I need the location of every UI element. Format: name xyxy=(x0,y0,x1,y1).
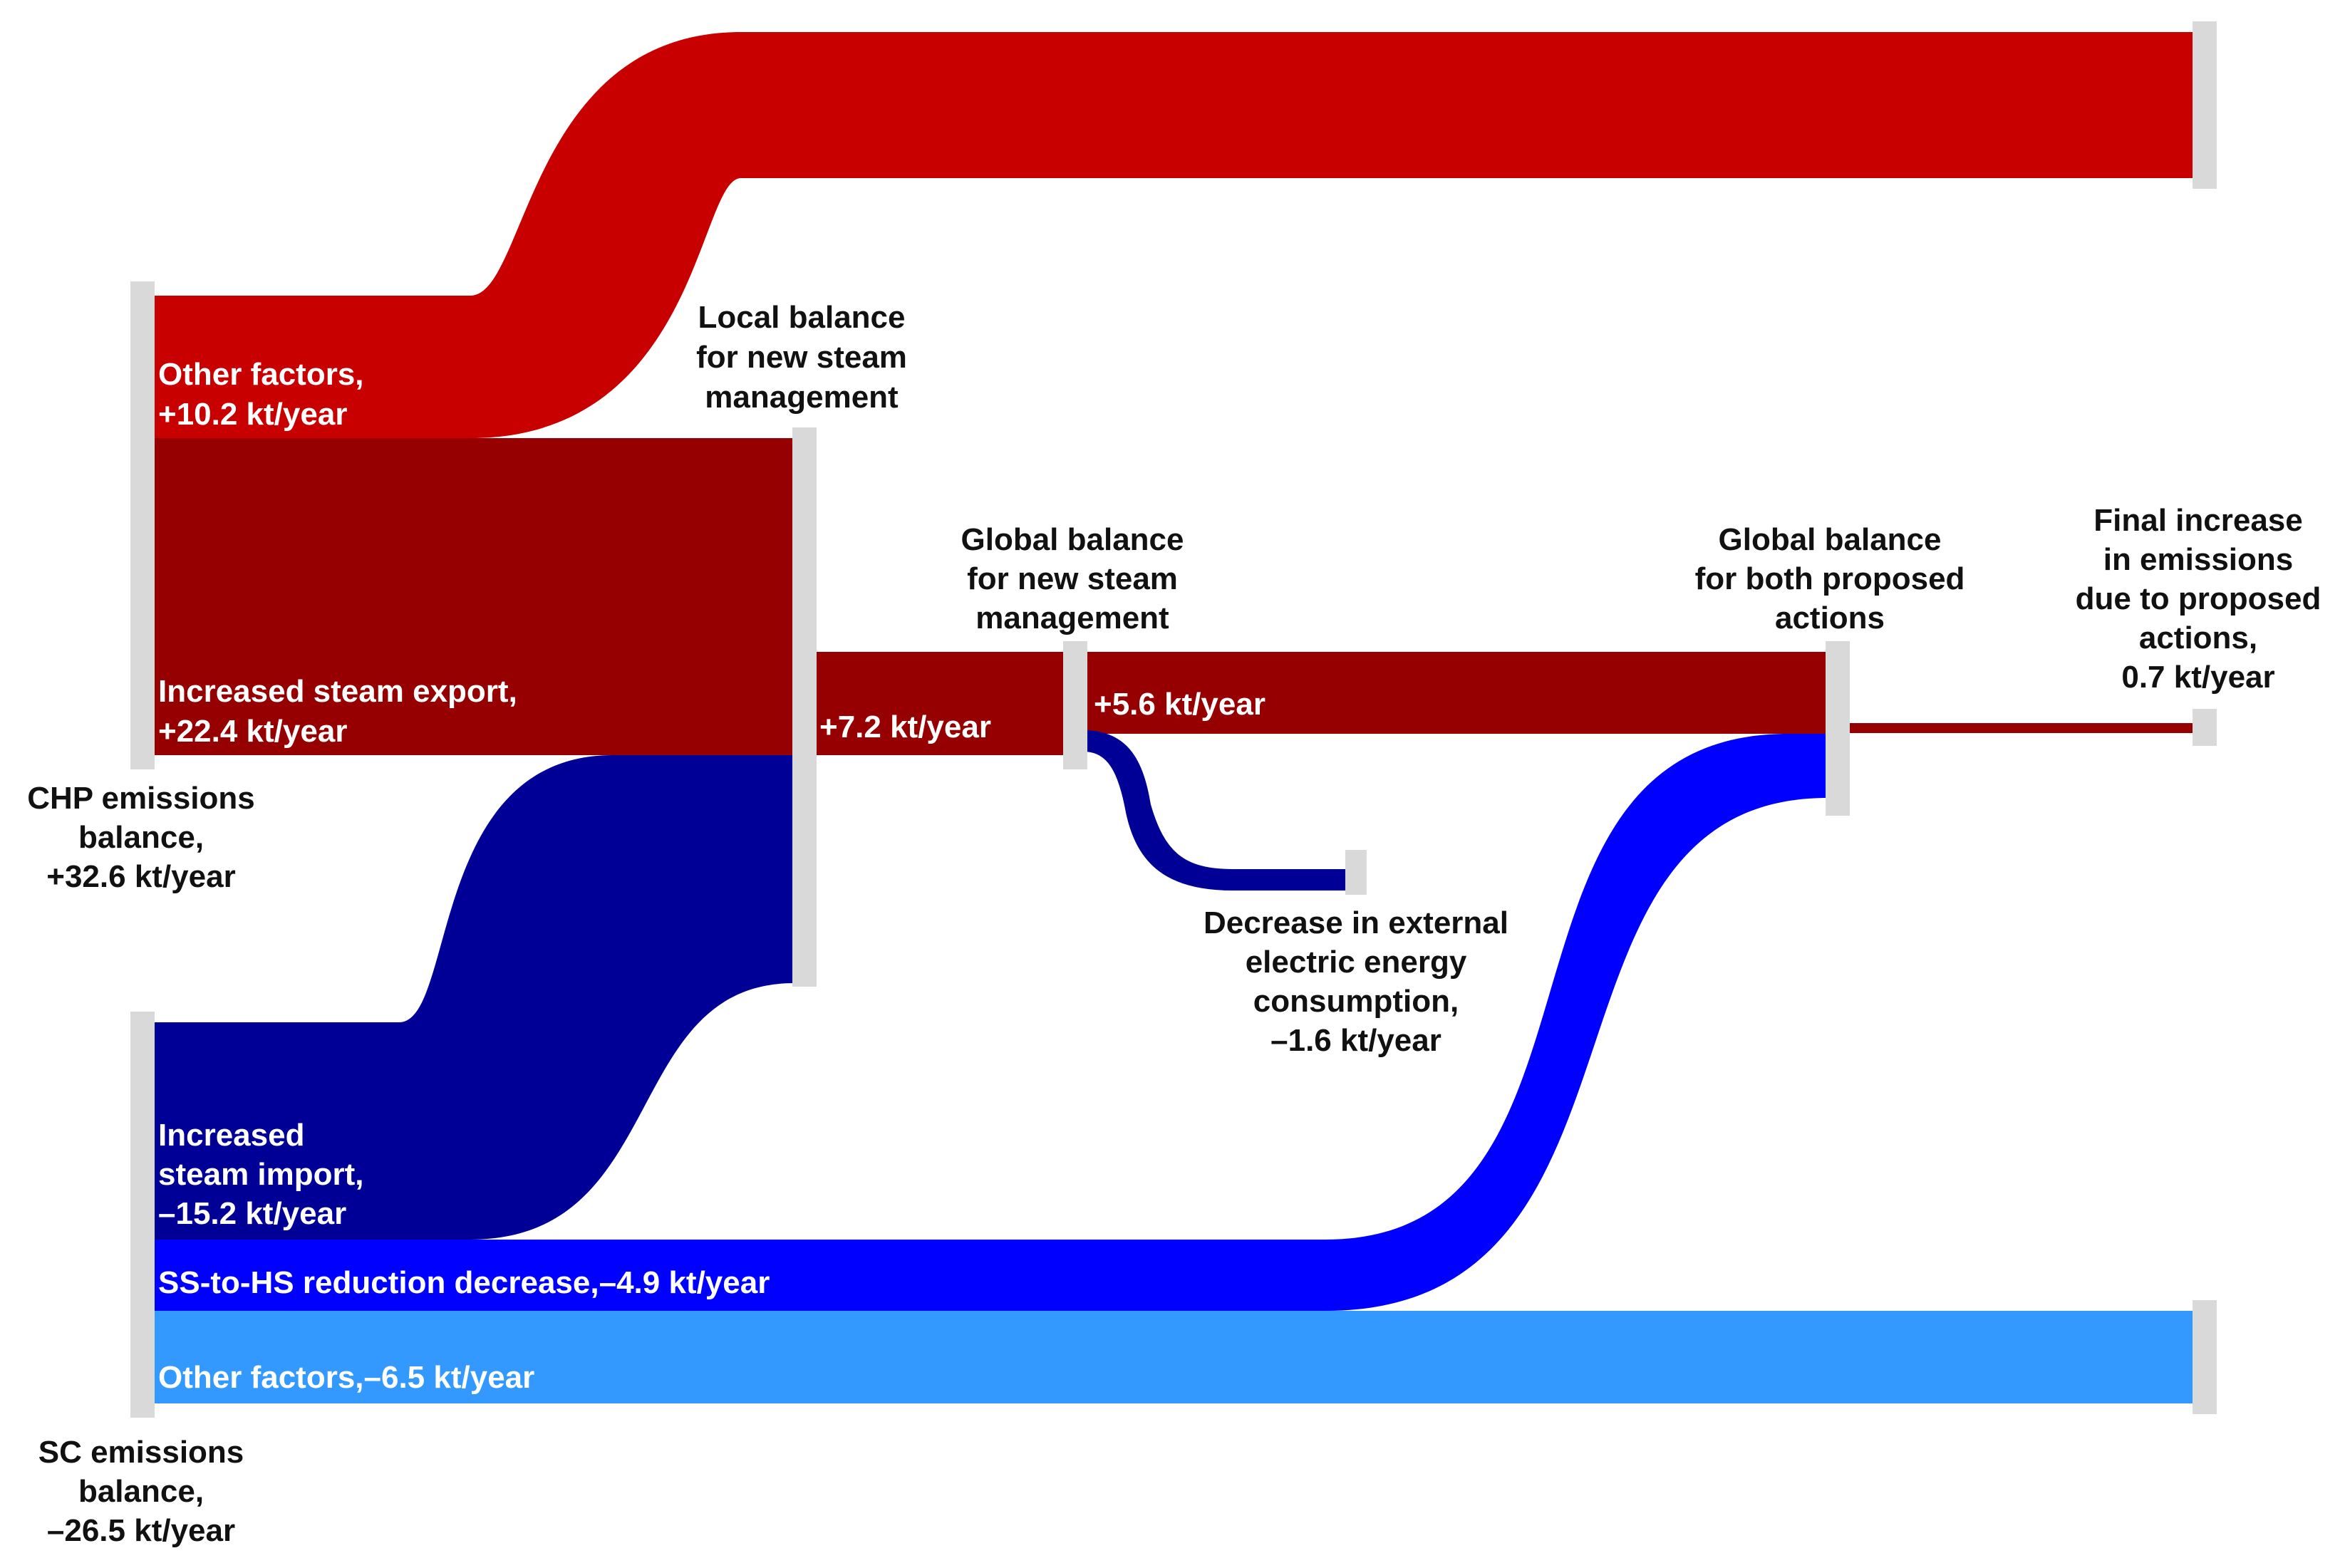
label-chp-other-factors: Other factors, +10.2 kt/year xyxy=(158,357,364,432)
label-line: electric energy xyxy=(1246,945,1467,980)
node-final xyxy=(2193,709,2217,746)
label-steam-import: Increased steam import, –15.2 kt/year xyxy=(158,1118,364,1231)
node-bottom-right xyxy=(2193,1300,2217,1414)
flow-sc-other-factors xyxy=(143,1311,2195,1403)
label-line: –1.6 kt/year xyxy=(1270,1023,1441,1058)
node-electric xyxy=(1345,850,1367,895)
node-global-both-balance xyxy=(1826,641,1850,816)
label-local-out: +7.2 kt/year xyxy=(819,710,991,744)
flow-local-out xyxy=(812,652,1065,755)
label-global-out: +5.6 kt/year xyxy=(1094,687,1265,722)
label-line: steam import, xyxy=(158,1157,364,1192)
label-line: Increased steam export, xyxy=(158,674,517,709)
label-line: Decrease in external xyxy=(1204,905,1508,940)
label-line: for new steam xyxy=(696,340,907,375)
label-line: due to proposed xyxy=(2076,581,2321,616)
label-sc-balance: SC emissions balance, –26.5 kt/year xyxy=(38,1435,244,1548)
label-line: Final increase xyxy=(2093,503,2302,538)
label-line: for both proposed xyxy=(1695,561,1965,596)
label-line: actions xyxy=(1775,601,1885,635)
label-line: –26.5 kt/year xyxy=(47,1513,235,1548)
label-line: 0.7 kt/year xyxy=(2121,660,2274,695)
node-sc-balance xyxy=(130,1012,155,1418)
flow-global-out xyxy=(1083,652,1828,734)
label-line: balance, xyxy=(78,1474,204,1509)
label-line: Other factors,–6.5 kt/year xyxy=(158,1360,534,1395)
label-line: +32.6 kt/year xyxy=(46,859,235,894)
label-line: +5.6 kt/year xyxy=(1094,687,1265,722)
label-line: in emissions xyxy=(2103,542,2294,577)
label-line: Other factors, xyxy=(158,357,364,392)
label-line: SC emissions xyxy=(38,1435,244,1470)
flow-chp-other-factors xyxy=(143,32,2195,438)
label-ss-hs-reduction: SS-to-HS reduction decrease,–4.9 kt/year xyxy=(158,1265,770,1300)
label-line: Local balance xyxy=(698,300,905,335)
label-line: +10.2 kt/year xyxy=(158,397,347,432)
label-line: Global balance xyxy=(961,522,1184,557)
label-line: Increased xyxy=(158,1118,304,1153)
label-line: actions, xyxy=(2139,621,2257,655)
flow-ss-hs-reduction xyxy=(143,734,1828,1311)
label-line: SS-to-HS reduction decrease,–4.9 kt/year xyxy=(158,1265,770,1300)
label-line: CHP emissions xyxy=(27,781,255,816)
label-line: +22.4 kt/year xyxy=(158,714,347,749)
label-steam-export: Increased steam export, +22.4 kt/year xyxy=(158,674,517,749)
label-line: consumption, xyxy=(1253,984,1459,1019)
label-line: balance, xyxy=(78,820,204,855)
flow-steam-export xyxy=(143,438,794,755)
flow-steam-import xyxy=(143,755,794,1240)
label-line: management xyxy=(705,380,899,415)
label-line: management xyxy=(975,601,1169,635)
label-final: Final increase in emissions due to propose… xyxy=(2076,503,2321,695)
node-top-right xyxy=(2193,21,2217,189)
label-global-steam-balance: Global balance for new steam management xyxy=(961,522,1184,635)
node-local-balance xyxy=(792,427,817,987)
label-line: –15.2 kt/year xyxy=(158,1196,346,1231)
label-line: +7.2 kt/year xyxy=(819,710,991,744)
label-sc-other-factors: Other factors,–6.5 kt/year xyxy=(158,1360,534,1395)
label-global-both-balance: Global balance for both proposed actions xyxy=(1695,522,1965,635)
flow-electric xyxy=(1080,730,1350,891)
label-local-balance: Local balance for new steam management xyxy=(696,300,907,415)
label-chp-balance: CHP emissions balance, +32.6 kt/year xyxy=(27,781,255,894)
node-chp-balance xyxy=(130,281,155,769)
label-electric: Decrease in external electric energy consu… xyxy=(1204,905,1508,1058)
label-line: Global balance xyxy=(1719,522,1942,557)
node-global-steam-balance xyxy=(1063,641,1087,769)
label-line: for new steam xyxy=(967,561,1178,596)
flow-final xyxy=(1846,723,2195,733)
